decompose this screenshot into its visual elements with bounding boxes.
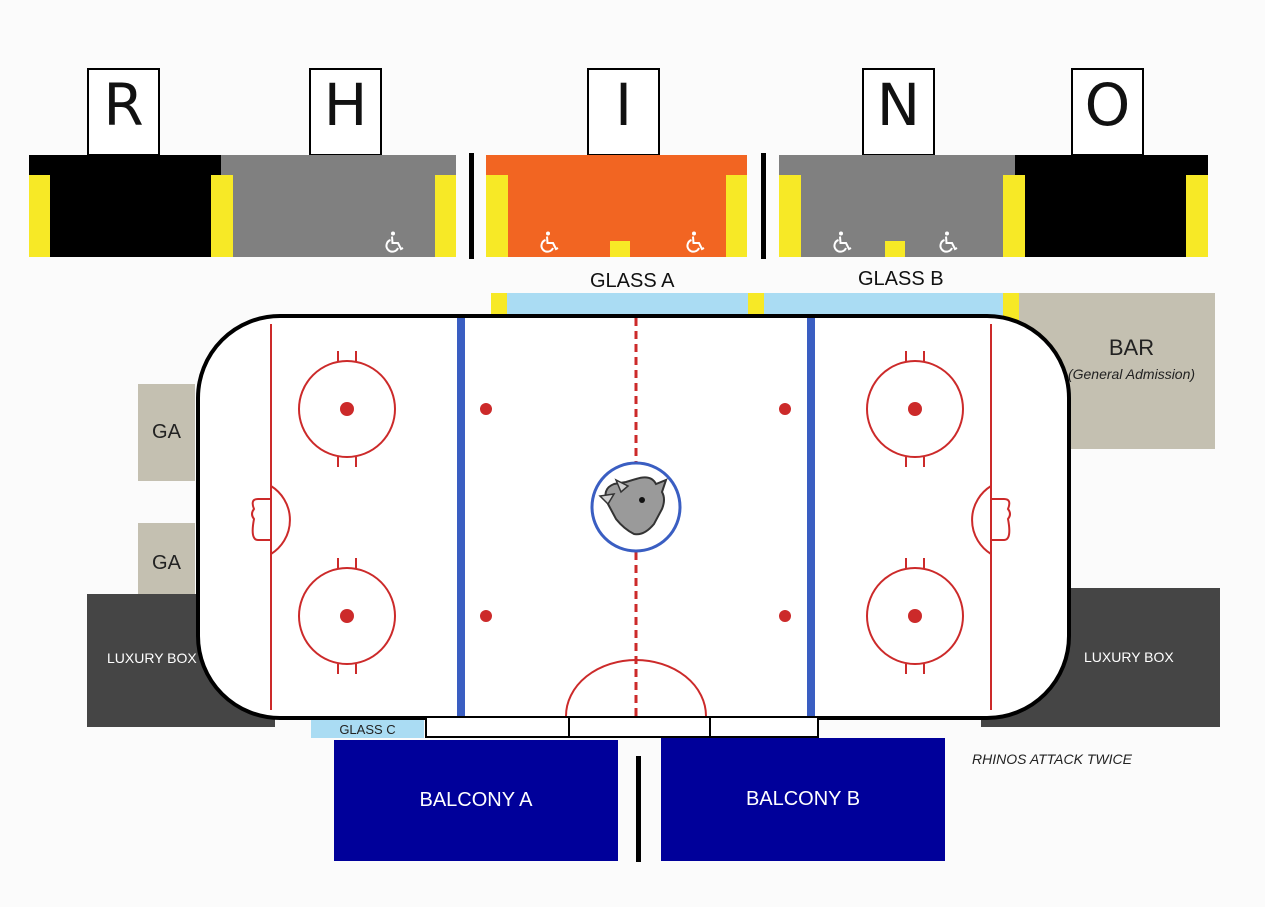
letter-box-i: I: [587, 68, 660, 142]
section-r[interactable]: [29, 155, 221, 257]
faceoff-dot: [480, 403, 492, 415]
glass-c-section[interactable]: GLASS C: [311, 720, 424, 738]
letter-tab: [587, 140, 660, 156]
bench-box: [425, 716, 570, 738]
glass-b-section[interactable]: [757, 293, 1019, 315]
ga-label: GA: [152, 551, 181, 574]
faceoff-dot: [340, 402, 354, 416]
faceoff-dot: [908, 609, 922, 623]
goal-crease: [971, 485, 992, 555]
faceoff-circle: [866, 351, 964, 467]
faceoff-dot: [340, 609, 354, 623]
aisle: [610, 241, 630, 257]
footer-note: RHINOS ATTACK TWICE: [972, 751, 1132, 767]
aisle: [435, 175, 456, 257]
wheelchair-icon: [385, 231, 404, 253]
glass-c-label: GLASS C: [339, 721, 396, 737]
glass-b-label: GLASS B: [858, 268, 944, 290]
aisle: [211, 175, 233, 257]
letter-tab: [309, 140, 382, 156]
goal-crease: [270, 485, 291, 555]
faceoff-dot: [779, 403, 791, 415]
aisle: [779, 175, 801, 257]
faceoff-circle: [866, 558, 964, 674]
faceoff-dot: [480, 610, 492, 622]
section-i[interactable]: [486, 155, 747, 257]
ga-section-2[interactable]: GA: [138, 523, 195, 603]
balcony-divider: [636, 756, 641, 862]
letter-tab: [862, 140, 935, 156]
wheelchair-icon: [833, 231, 852, 253]
faceoff-circle: [298, 558, 396, 674]
balcony-a-label: BALCONY A: [419, 789, 533, 811]
wheelchair-icon: [686, 231, 705, 253]
letter-tab: [1071, 140, 1144, 156]
rhino-logo: [598, 476, 668, 536]
wheelchair-icon: [939, 231, 958, 253]
faceoff-dot: [908, 402, 922, 416]
bar-label: BAR: [1108, 335, 1155, 360]
balcony-b-label: BALCONY B: [745, 788, 861, 810]
section-o[interactable]: [1015, 155, 1208, 257]
aisle: [486, 175, 508, 257]
section-divider: [469, 153, 474, 259]
section-n[interactable]: [779, 155, 1025, 257]
luxury-box-label: LUXURY BOX: [1084, 649, 1174, 665]
aisle: [491, 293, 507, 315]
ga-label: GA: [152, 421, 181, 443]
letter-box-h: H: [309, 68, 382, 142]
aisle: [29, 175, 50, 257]
referee-crease: [565, 659, 707, 717]
balcony-a-section[interactable]: BALCONY A: [334, 740, 618, 861]
aisle: [748, 293, 764, 315]
aisle: [726, 175, 747, 257]
bench-box: [568, 716, 711, 738]
letter-box-r: R: [87, 68, 160, 142]
luxury-box-label: LUXURY BOX: [107, 650, 197, 666]
bar-sublabel: (General Admission): [1067, 366, 1196, 382]
glass-a-section[interactable]: [491, 293, 757, 315]
aisle: [1003, 175, 1025, 257]
glass-a-label: GLASS A: [590, 270, 675, 292]
ice-rink: [196, 314, 1071, 720]
goal-net: [990, 498, 1011, 541]
balcony-b-section[interactable]: BALCONY B: [661, 738, 945, 861]
wheelchair-icon: [540, 231, 559, 253]
section-divider: [761, 153, 766, 259]
aisle: [885, 241, 905, 257]
letter-tab: [87, 140, 160, 156]
letter-box-o: O: [1071, 68, 1144, 142]
faceoff-circle: [298, 351, 396, 467]
goal-net: [251, 498, 272, 541]
faceoff-dot: [779, 610, 791, 622]
aisle: [1186, 175, 1208, 257]
ga-section-1[interactable]: GA: [138, 384, 195, 481]
section-h[interactable]: [221, 155, 456, 257]
letter-box-n: N: [862, 68, 935, 142]
bench-box: [709, 716, 819, 738]
